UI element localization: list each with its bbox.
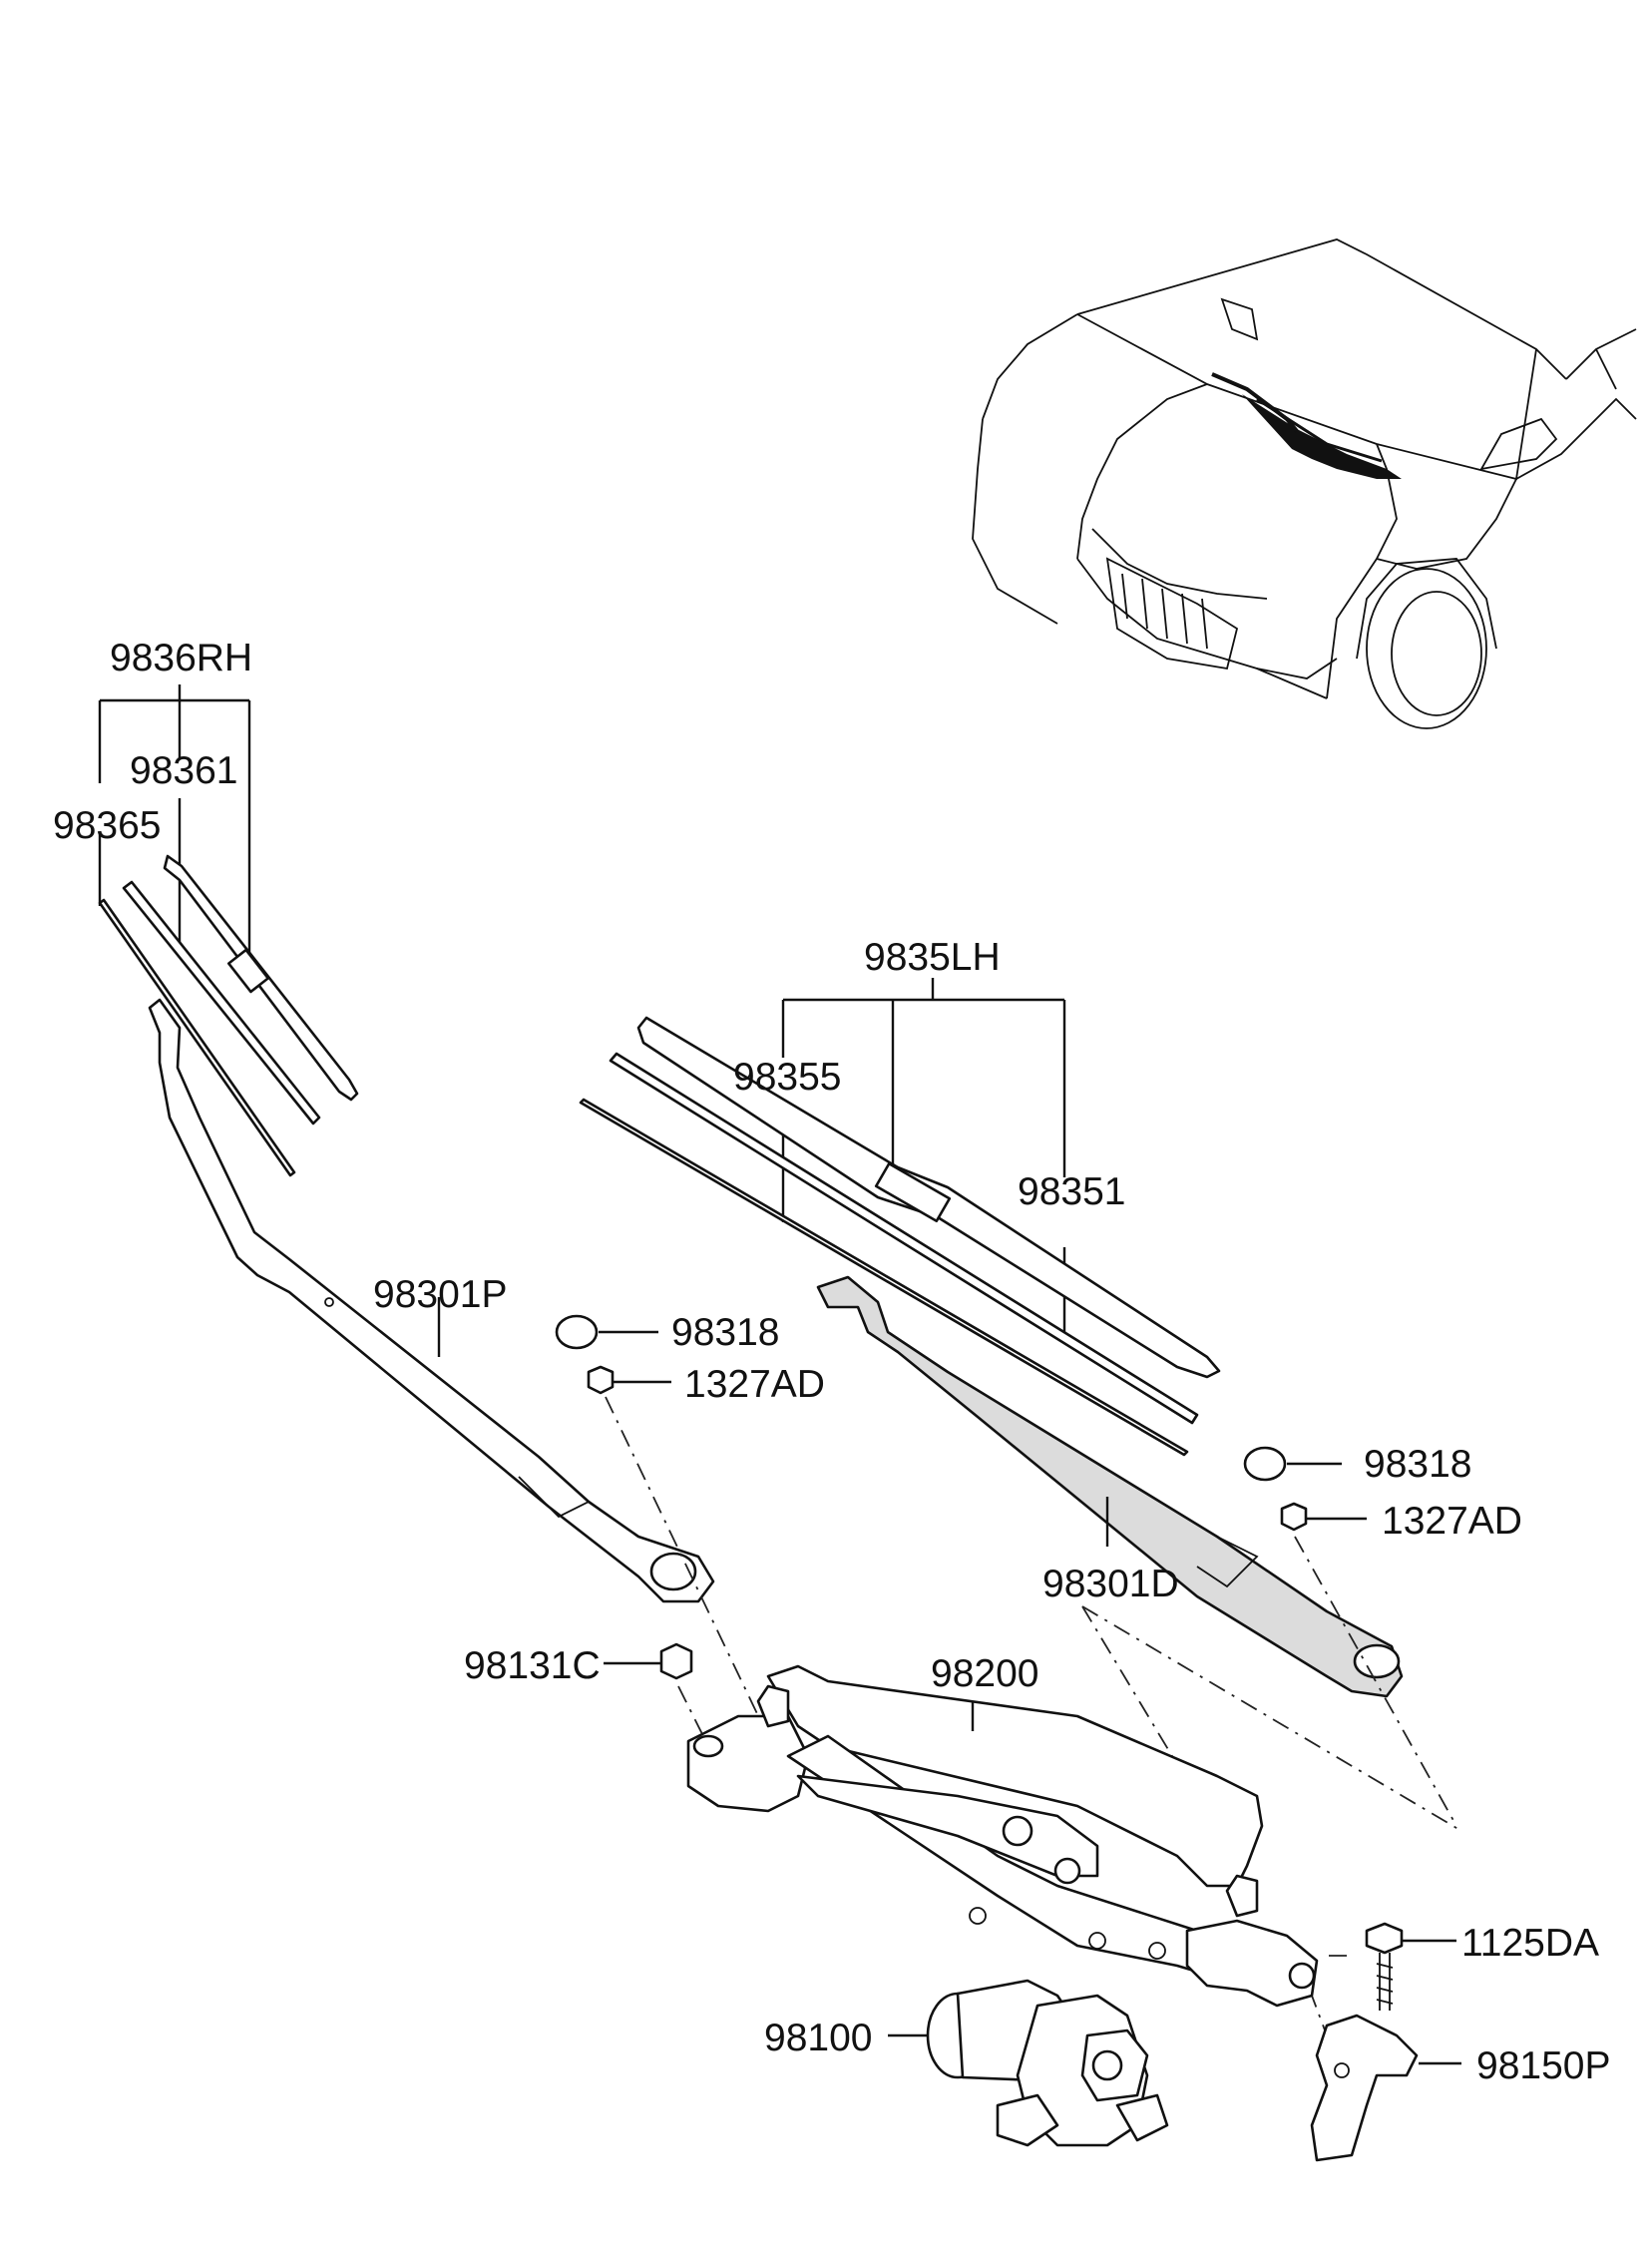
- label-98318-left: 98318: [671, 1311, 779, 1354]
- label-1125da: 1125DA: [1461, 1922, 1599, 1965]
- vehicle-locator-illustration: [972, 238, 1637, 729]
- label-9835lh: 9835LH: [864, 936, 1001, 979]
- label-98131c: 98131C: [464, 1644, 601, 1687]
- label-1327ad-left: 1327AD: [684, 1363, 825, 1406]
- label-98301p: 98301P: [373, 1273, 507, 1316]
- lh-blade-rubber: [609, 1052, 1199, 1425]
- label-98361: 98361: [130, 749, 237, 792]
- label-1327ad-right: 1327AD: [1382, 1500, 1522, 1543]
- rh-blade-group: [98, 684, 359, 1177]
- cap-left: [555, 1314, 599, 1350]
- label-98355: 98355: [733, 1056, 841, 1099]
- mounting-bracket: [1310, 2014, 1461, 2162]
- rh-blade-rubber: [122, 880, 321, 1126]
- label-98100: 98100: [764, 2017, 872, 2059]
- lh-wiper-arm: [816, 1275, 1404, 1698]
- callout-labels: 9836RH 98361 98365 9835LH 98355 98351 98…: [53, 637, 1610, 2087]
- label-9836rh: 9836RH: [110, 637, 252, 679]
- label-98351: 98351: [1018, 1170, 1125, 1213]
- cap-right: [1243, 1446, 1287, 1482]
- lh-blade-insert: [579, 1098, 1189, 1457]
- label-98301d: 98301D: [1042, 1563, 1179, 1605]
- label-98150p: 98150P: [1476, 2044, 1610, 2087]
- label-98365: 98365: [53, 804, 161, 847]
- hardware-caps: [555, 1314, 1456, 2011]
- label-98200: 98200: [931, 1652, 1038, 1695]
- bolt-98131c: [659, 1642, 693, 1680]
- bolt-1125da: [1365, 1922, 1404, 1955]
- nut-left: [587, 1365, 615, 1395]
- rh-wiper-arm: [148, 998, 715, 1603]
- label-98318-right: 98318: [1364, 1443, 1471, 1486]
- lh-blade-group: [579, 978, 1221, 1457]
- wiper-motor: [888, 1979, 1169, 2147]
- wiper-linkage: [686, 1664, 1319, 2008]
- nut-right: [1280, 1502, 1308, 1532]
- rh-blade-insert: [98, 898, 296, 1177]
